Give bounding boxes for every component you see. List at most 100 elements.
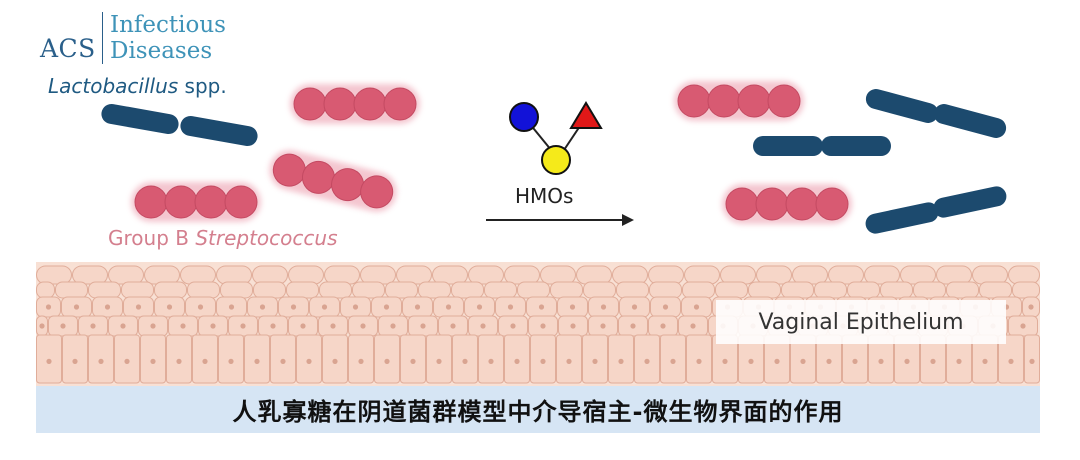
epithelial-cell (748, 281, 781, 299)
cell-nucleus (210, 323, 216, 329)
cell-nucleus (360, 323, 366, 329)
cell-nucleus (450, 323, 456, 329)
epithelial-cell (55, 281, 88, 299)
cell-nucleus (1028, 304, 1034, 310)
caption-text: 人乳寡糖在阴道菌群模型中介导宿主-微生物界面的作用 (232, 398, 844, 426)
epithelial-cell (616, 281, 649, 299)
cell-nucleus (956, 358, 962, 364)
cell-nucleus (414, 304, 421, 310)
cell-nucleus (352, 304, 359, 310)
cell-nucleus (690, 323, 696, 329)
lactobacillus-rod (865, 89, 939, 123)
epithelial-cell (220, 281, 253, 299)
cell-nucleus (330, 323, 336, 329)
epithelial-cell (946, 281, 979, 299)
epithelial-cell (319, 281, 352, 299)
streptococcus-chain (722, 184, 852, 224)
epithelial-cell (682, 281, 715, 299)
cell-nucleus (306, 358, 312, 364)
cell-nucleus (878, 358, 884, 364)
epithelial-cell (814, 281, 847, 299)
cell-nucleus (510, 323, 516, 329)
cell-nucleus (90, 323, 96, 329)
lactobacillus-genus: Lactobacillus (48, 74, 179, 98)
cell-nucleus (538, 304, 545, 310)
epithelial-cell (972, 265, 1008, 285)
cell-nucleus (98, 358, 104, 364)
lactobacillus-rod (101, 103, 179, 135)
epithelial-cell (144, 265, 180, 285)
cell-nucleus (1008, 358, 1014, 364)
epithelial-cell (913, 281, 946, 299)
cell-nucleus (390, 323, 396, 329)
epithelial-cell (288, 265, 324, 285)
epithelial-cell (720, 265, 756, 285)
epithelial-cell (684, 265, 720, 285)
cell-nucleus (300, 323, 306, 329)
cell-nucleus (488, 358, 494, 364)
cell-nucleus (600, 304, 607, 310)
epithelial-cell (252, 265, 288, 285)
caption-banner: 人乳寡糖在阴道菌群模型中介导宿主-微生物界面的作用 (36, 386, 1040, 433)
cell-nucleus (569, 304, 576, 310)
cell-nucleus (600, 323, 606, 329)
cell-nucleus (662, 304, 669, 310)
epithelial-cell (451, 281, 484, 299)
gbs-label: Group B Streptococcus (108, 226, 338, 250)
epithelial-cell (936, 265, 972, 285)
cell-nucleus (566, 358, 572, 364)
cell-nucleus (197, 304, 204, 310)
cell-nucleus (748, 358, 754, 364)
cell-nucleus (693, 304, 700, 310)
cell-nucleus (618, 358, 624, 364)
epithelial-cell (979, 281, 1012, 299)
epithelial-cell (612, 265, 648, 285)
cell-nucleus (1029, 358, 1035, 364)
cell-nucleus (852, 358, 858, 364)
cell-nucleus (722, 358, 728, 364)
cell-nucleus (270, 323, 276, 329)
epithelial-cell (504, 265, 540, 285)
cell-nucleus (39, 323, 45, 329)
streptococcus-chain (269, 150, 397, 212)
epithelial-cell (484, 281, 517, 299)
cell-nucleus (46, 358, 52, 364)
cell-nucleus (240, 323, 246, 329)
epithelial-cell (88, 281, 121, 299)
gbs-prefix: Group B (108, 226, 196, 250)
epithelial-cell (36, 281, 55, 299)
cell-nucleus (630, 323, 636, 329)
epithelial-cell (715, 281, 748, 299)
epithelial-cell (900, 265, 936, 285)
cell-nucleus (280, 358, 286, 364)
cell-nucleus (120, 323, 126, 329)
cell-nucleus (290, 304, 297, 310)
epithelial-cell (576, 265, 612, 285)
hmos-label: HMOs (515, 184, 574, 208)
cell-nucleus (384, 358, 390, 364)
cell-nucleus (660, 323, 666, 329)
lactobacillus-rod (933, 104, 1007, 138)
cell-nucleus (514, 358, 520, 364)
acs-logo-text: ACS (40, 34, 96, 63)
cell-nucleus (104, 304, 111, 310)
epithelial-cell (187, 281, 220, 299)
cell-nucleus (73, 304, 80, 310)
journal-name-line2: Diseases (110, 38, 213, 64)
gbs-genus: Streptococcus (195, 226, 338, 250)
cell-nucleus (480, 323, 486, 329)
epithelial-cell (216, 265, 252, 285)
cell-nucleus (410, 358, 416, 364)
vaginal-epithelium-label: Vaginal Epithelium (716, 300, 1006, 344)
cell-nucleus (631, 304, 638, 310)
epithelial-cell (324, 265, 360, 285)
cell-nucleus (176, 358, 182, 364)
cell-nucleus (202, 358, 208, 364)
cell-nucleus (462, 358, 468, 364)
lactobacillus-spp: spp. (178, 74, 227, 98)
cell-nucleus (254, 358, 260, 364)
cell-nucleus (540, 358, 546, 364)
epithelial-cell (360, 265, 396, 285)
cell-nucleus (592, 358, 598, 364)
